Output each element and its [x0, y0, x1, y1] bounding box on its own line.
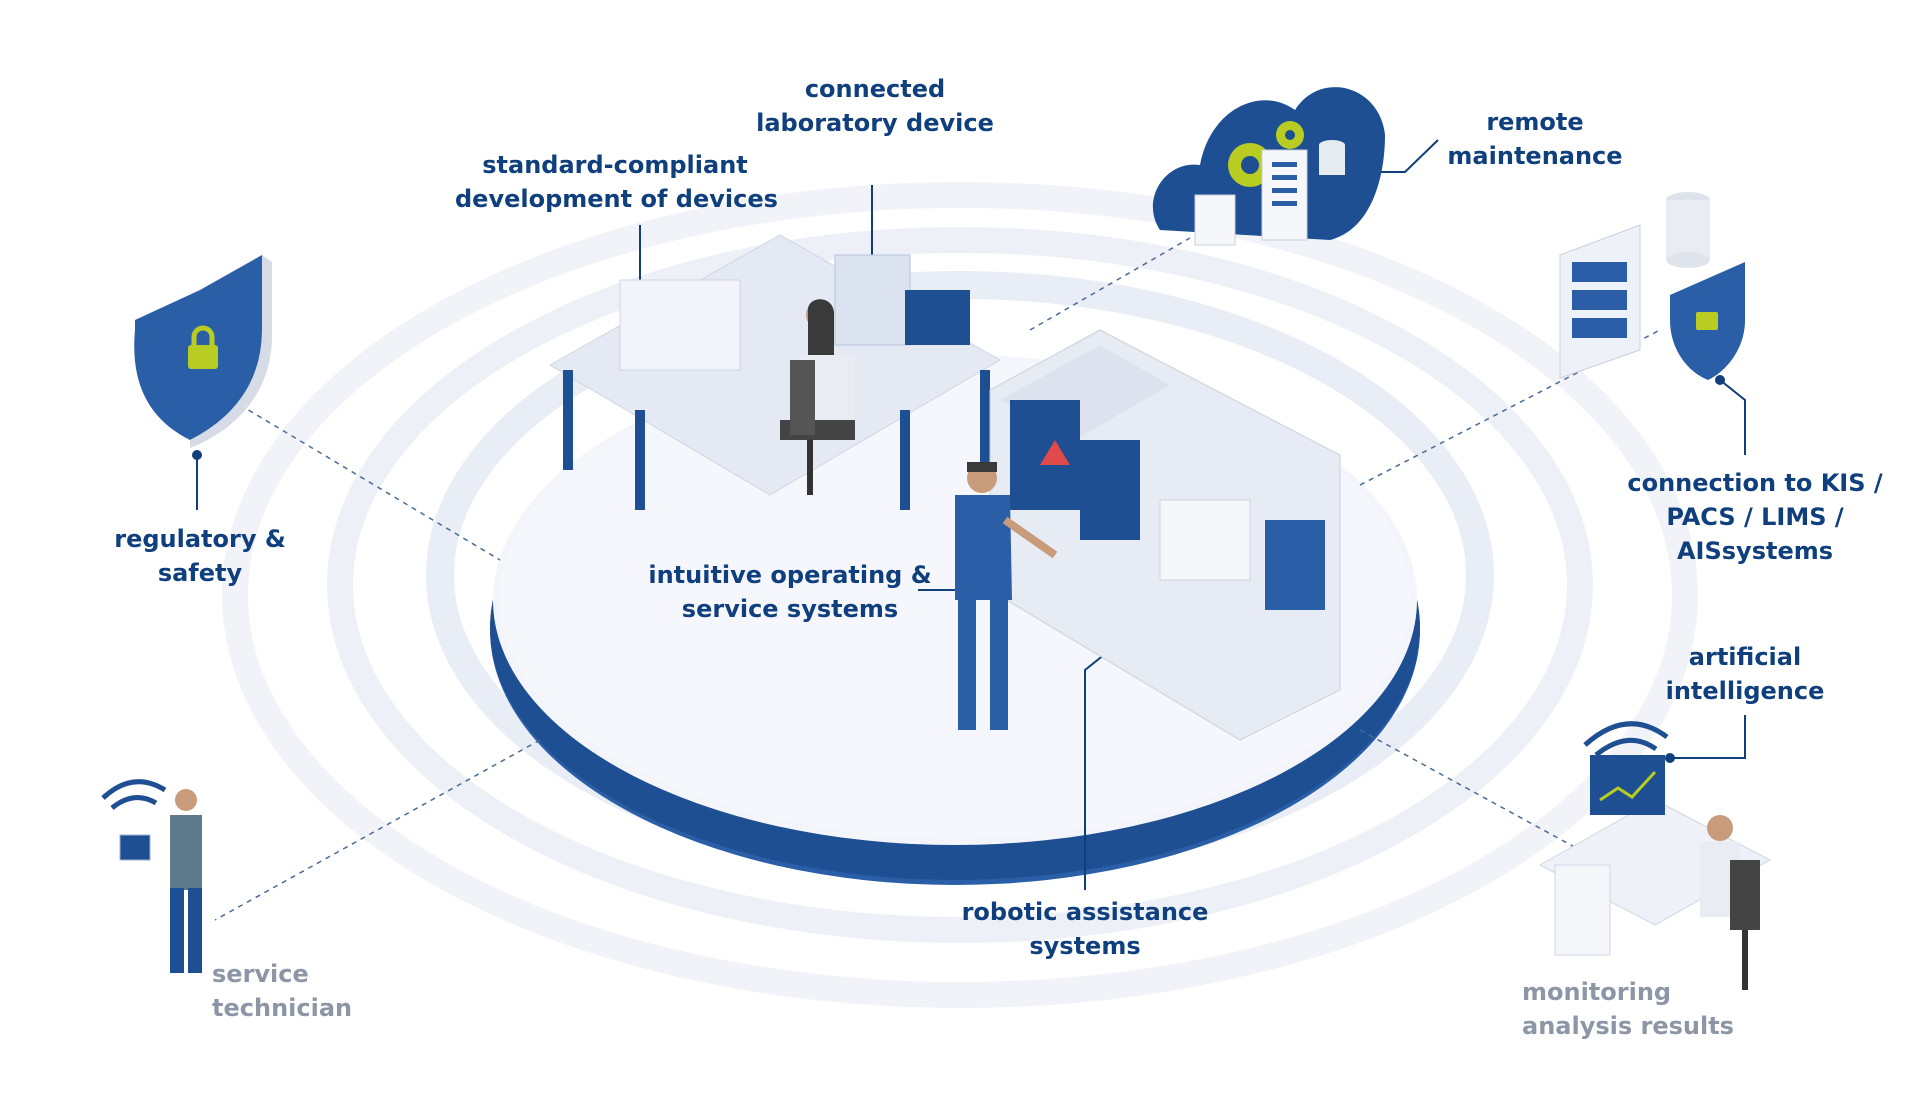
seated-scientist	[780, 299, 855, 495]
analyzer-machine	[989, 329, 1341, 741]
database-icon	[1666, 192, 1710, 268]
lab-bench	[549, 234, 1001, 510]
server-icon	[1559, 224, 1641, 379]
label-intuitive-operating: intuitive operating &service systems	[648, 561, 932, 623]
shield-lock-icon-small	[1670, 262, 1745, 380]
monitoring-workstation	[1538, 721, 1772, 990]
cloud-gears-icon	[1152, 87, 1385, 246]
service-technician-figure	[101, 779, 202, 973]
label-connection-kis: connection to KIS /PACS / LIMS /AISsyste…	[1627, 469, 1883, 565]
label-regulatory-safety: regulatory &safety	[114, 525, 286, 587]
standing-operator	[955, 462, 1058, 730]
shield-lock-icon	[134, 255, 272, 448]
